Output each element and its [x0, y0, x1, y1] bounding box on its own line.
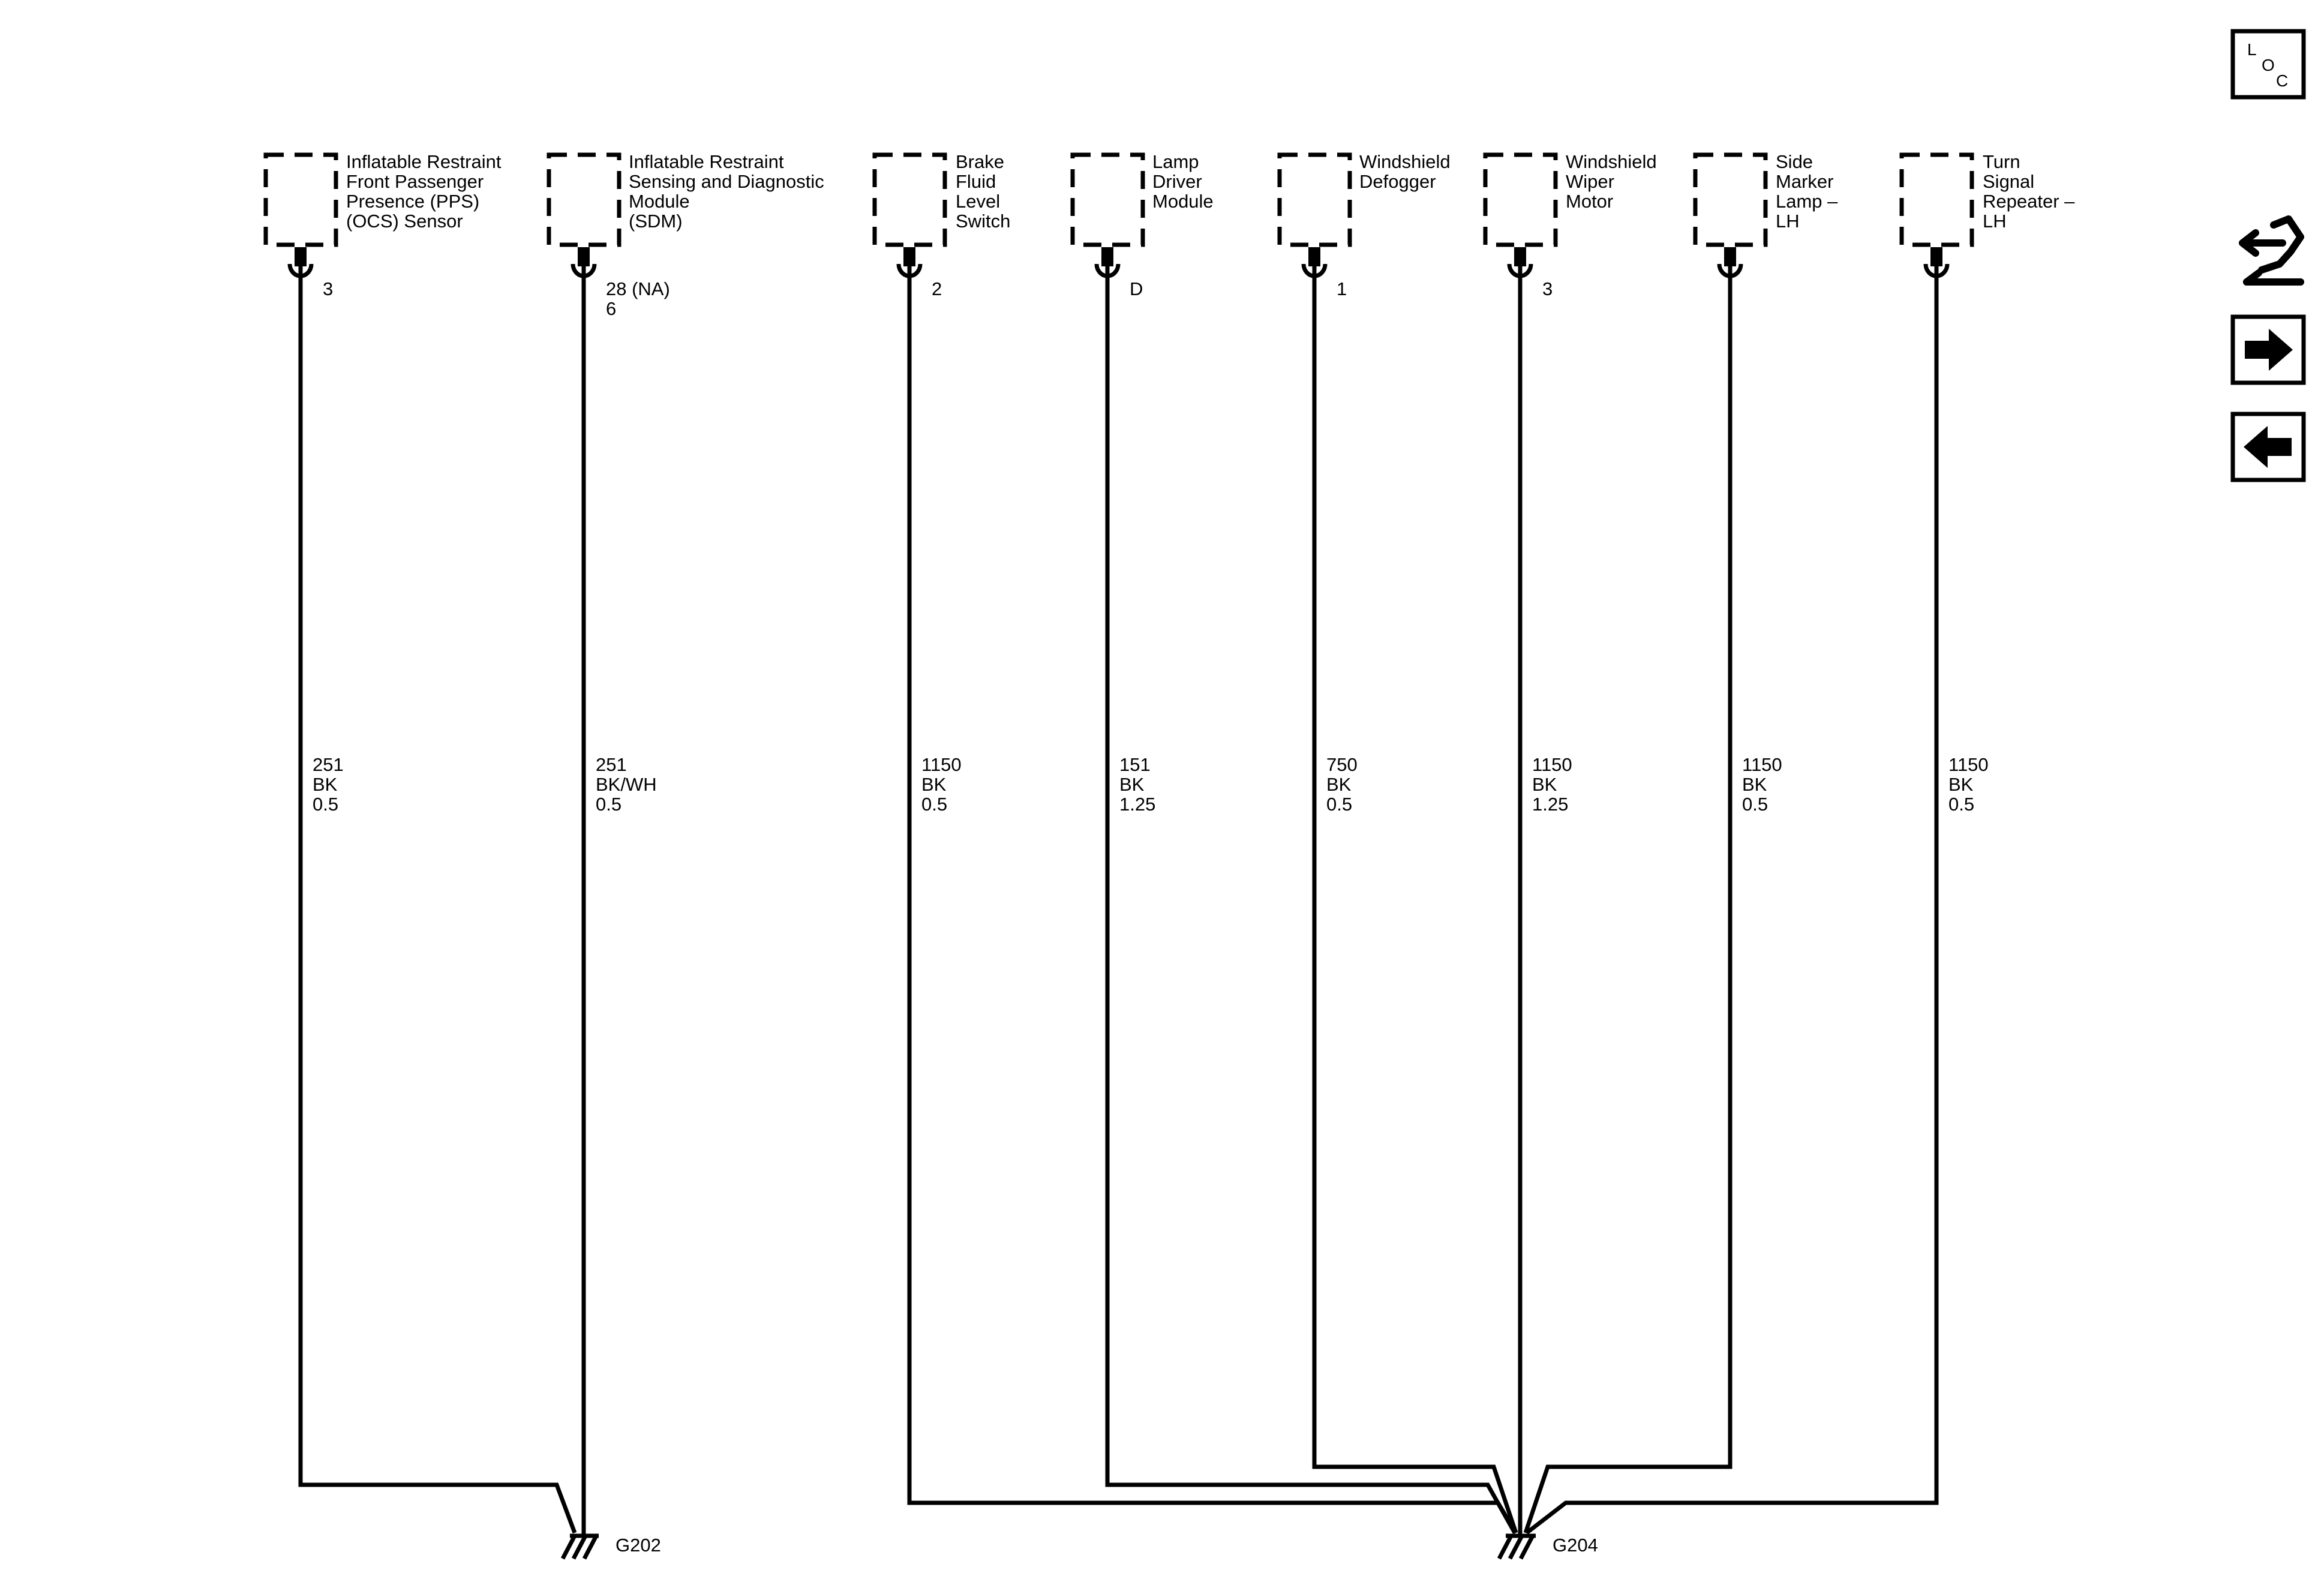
component-label: Windshield Wiper Motor [1566, 151, 1662, 212]
component-side-marker-lamp-lh[interactable]: Side Marker Lamp – LH [1693, 151, 1843, 247]
component-box [1693, 152, 1768, 247]
component-sdm[interactable]: Inflatable Restraint Sensing and Diagnos… [547, 151, 829, 247]
component-pps[interactable]: Inflatable Restraint Front Passenger Pre… [263, 151, 506, 247]
arrow-right-icon [2245, 329, 2293, 371]
wire-side-marker [1523, 264, 1733, 1534]
wire-brake [907, 264, 1518, 1534]
component-label: Turn Signal Repeater – LH [1983, 151, 2080, 232]
component-box [1483, 152, 1558, 247]
harness-connector-button[interactable] [2239, 215, 2304, 286]
component-label: Side Marker Lamp – LH [1776, 151, 1843, 232]
pin-label: 2 [932, 278, 942, 299]
pin-label: 1 [1337, 278, 1347, 299]
ground-label: G202 [615, 1535, 661, 1556]
component-box [1899, 152, 1974, 247]
ground-icon [1497, 1533, 1536, 1560]
arrow-left-icon [2244, 426, 2292, 468]
component-box [872, 152, 947, 247]
svg-text:L: L [2247, 40, 2257, 59]
pin-label: 3 [323, 278, 333, 299]
wire-turn-signal [1525, 264, 1939, 1535]
component-label: Inflatable Restraint Front Passenger Pre… [346, 151, 506, 232]
wire-lamp-driver [1105, 264, 1517, 1534]
svg-text:O: O [2262, 56, 2275, 74]
ground-icon [560, 1533, 599, 1560]
wires [298, 264, 1939, 1536]
next-page-button[interactable] [2230, 314, 2306, 385]
previous-page-button[interactable] [2230, 412, 2306, 482]
harness-connector-icon [2239, 215, 2304, 286]
component-box [547, 152, 621, 247]
component-brake-fluid-level-switch[interactable]: Brake Fluid Level Switch [872, 151, 1010, 247]
svg-text:C: C [2276, 71, 2288, 90]
wire-defogger [1312, 264, 1518, 1534]
wire-pps [298, 264, 577, 1534]
component-label: Inflatable Restraint Sensing and Diagnos… [629, 151, 829, 232]
component-turn-signal-repeater-lh[interactable]: Turn Signal Repeater – LH [1899, 151, 2080, 247]
ground-label: G204 [1553, 1535, 1598, 1556]
pin-labels: 3 28 (NA) 6 2 D 1 3 [323, 278, 1553, 319]
pin-label: 6 [606, 298, 616, 319]
loc-icon [2230, 29, 2306, 100]
pin-label: D [1130, 278, 1143, 299]
component-box [1277, 152, 1352, 247]
component-lamp-driver-module[interactable]: Lamp Driver Module [1070, 151, 1214, 247]
component-label: Brake Fluid Level Switch [956, 151, 1010, 232]
connector-terminals [287, 247, 1950, 278]
component-windshield-wiper-motor[interactable]: Windshield Wiper Motor [1483, 151, 1662, 247]
component-box [263, 152, 338, 247]
component-box [1070, 152, 1145, 247]
component-windshield-defogger[interactable]: Windshield Defogger [1277, 151, 1455, 247]
ground-g202[interactable]: G202 [560, 1533, 661, 1560]
pin-label: 3 [1542, 278, 1553, 299]
ground-g204[interactable]: G204 [1497, 1533, 1598, 1560]
component-label: Lamp Driver Module [1152, 151, 1214, 212]
component-label: Windshield Defogger [1359, 151, 1455, 192]
pin-label: 28 (NA) [606, 278, 670, 299]
loc-button[interactable]: L O C [2230, 29, 2306, 100]
